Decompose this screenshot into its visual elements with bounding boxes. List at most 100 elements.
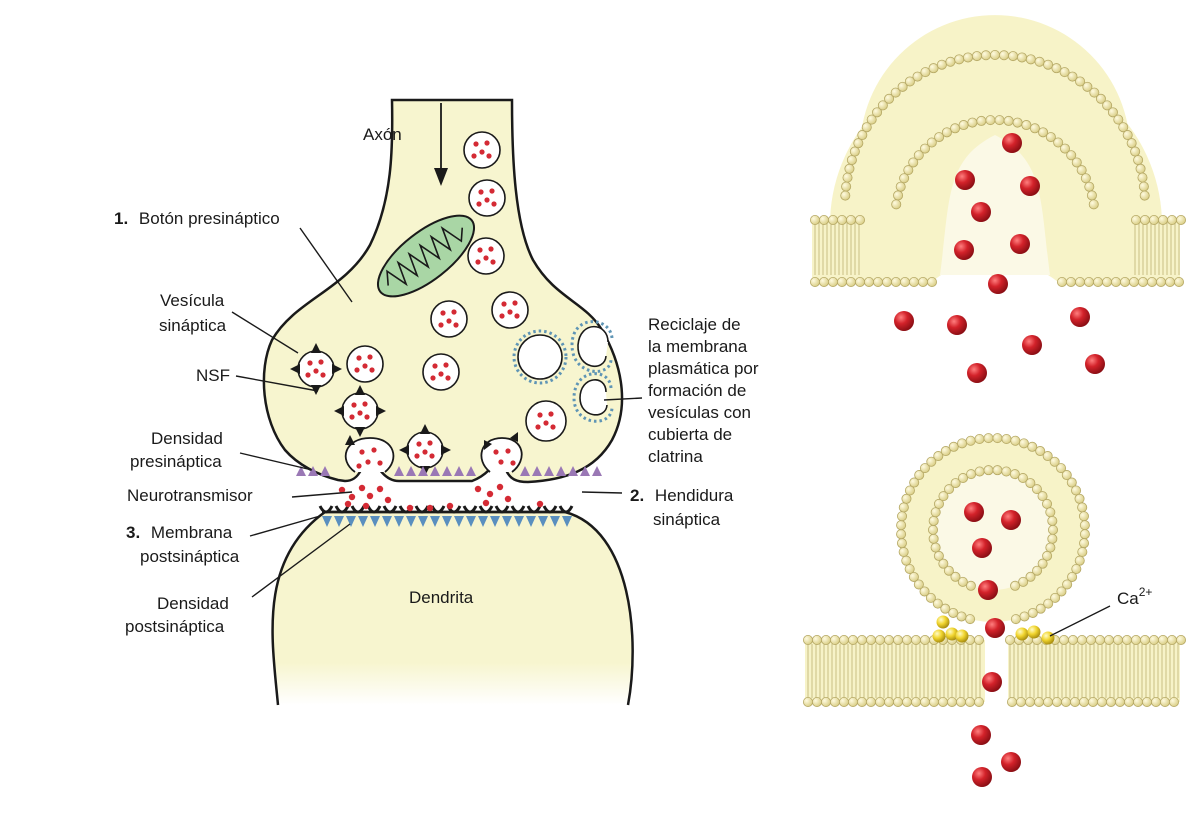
lipid-head — [1088, 199, 1099, 210]
lipid-head — [1149, 214, 1160, 225]
calcium-ion — [1015, 627, 1029, 641]
lipid-head — [803, 697, 814, 708]
neurotransmitter-molecule — [504, 495, 512, 503]
neurotransmitter-molecule — [426, 504, 434, 512]
lipid-head — [1093, 276, 1104, 287]
lipid-head — [857, 635, 868, 646]
lipid-head — [866, 635, 877, 646]
calcium-ion — [936, 615, 950, 629]
neurotransmitter-ball — [982, 672, 1002, 692]
lipid-head — [1059, 635, 1070, 646]
lipid-head — [819, 276, 830, 287]
presynaptic-density — [296, 466, 602, 476]
lipid-head — [1131, 214, 1142, 225]
lipid-head — [1071, 157, 1082, 168]
lipid-head — [956, 697, 967, 708]
lipid-head — [861, 122, 872, 133]
lipid-head — [990, 50, 1001, 61]
lipid-head — [1066, 150, 1077, 161]
lipid-head — [1071, 485, 1082, 496]
lipid-head — [967, 117, 978, 128]
synaptic-vesicles — [346, 131, 567, 442]
lipid-head — [918, 276, 929, 287]
lipid-head — [1025, 571, 1036, 582]
presynaptic-density-mark — [580, 466, 590, 476]
lipid-head — [857, 697, 868, 708]
lipid-head — [938, 491, 949, 502]
lipid-head — [1025, 478, 1036, 489]
lipid-head — [958, 473, 969, 484]
lipid-head — [1027, 607, 1038, 618]
lipid-head — [1034, 56, 1045, 67]
fusing-vesicle-right — [480, 432, 523, 473]
axon-terminal-body — [262, 98, 624, 484]
lipid-head — [830, 697, 841, 708]
lipid-head — [891, 276, 902, 287]
lipid-head — [1122, 635, 1133, 646]
lipid-head — [1084, 276, 1095, 287]
lipid-head — [1047, 515, 1058, 526]
lipid-head — [904, 563, 915, 574]
lipid-head — [992, 433, 1003, 444]
calcium-ions — [932, 615, 1055, 645]
lipid-head — [1001, 466, 1012, 477]
postsynaptic-density-mark — [430, 516, 440, 527]
neurotransmitter-ball — [1022, 335, 1042, 355]
lipid-head — [934, 132, 945, 143]
neurotransmitter-molecule — [358, 484, 366, 492]
lipid-head — [1133, 697, 1144, 708]
lipid-head — [1009, 469, 1020, 480]
lipid-head — [846, 276, 857, 287]
neurotransmitter-molecules — [338, 483, 544, 512]
lipid-head — [841, 181, 852, 192]
lipid-head — [1079, 520, 1090, 531]
neurotransmitter-molecule — [474, 485, 482, 493]
neurotransmitter-ball — [894, 311, 914, 331]
lipid-head — [1142, 697, 1153, 708]
presynaptic-density-mark — [466, 466, 476, 476]
postsynaptic-density-mark — [382, 516, 392, 527]
lipid-head — [1035, 603, 1046, 614]
lipid-head — [1129, 276, 1140, 287]
lipid-head — [920, 697, 931, 708]
lipid-head — [1089, 87, 1100, 98]
lipid-head — [1167, 214, 1178, 225]
lipid-head — [1025, 697, 1036, 708]
lipid-head — [1057, 276, 1068, 287]
lipid-head — [1176, 635, 1187, 646]
lipid-head — [1045, 507, 1056, 518]
lipid-head — [1130, 146, 1141, 157]
label-nsf: NSF — [196, 366, 230, 385]
lipid-head — [1045, 542, 1056, 553]
postsynaptic-density-mark — [418, 516, 428, 527]
lipid-head — [928, 63, 939, 74]
fusing-vesicles — [344, 432, 523, 473]
lipid-head — [1095, 93, 1106, 104]
label-vesicula-line2: sináptica — [159, 316, 227, 335]
calcium-leader-line — [1049, 605, 1111, 637]
lipid-head — [1071, 563, 1082, 574]
lipid-head — [1078, 511, 1089, 522]
lipid-head — [1118, 122, 1129, 133]
neurotransmitter-ball — [972, 767, 992, 787]
lipid-head — [1008, 51, 1019, 62]
presynaptic-density-mark — [394, 466, 404, 476]
neurotransmitter-molecule — [348, 493, 356, 501]
lipid-head — [908, 571, 919, 582]
lipid-head — [1049, 456, 1060, 467]
lipid-head — [1075, 276, 1086, 287]
lipid-head — [966, 469, 977, 480]
lipid-head — [938, 558, 949, 569]
nsf-vesicle — [334, 385, 386, 437]
lipid-head — [1068, 635, 1079, 646]
postsynaptic-density-mark — [466, 516, 476, 527]
presynaptic-density-mark — [406, 466, 416, 476]
lipid-head — [840, 190, 851, 201]
lipid-head — [1061, 470, 1072, 481]
lipid-head — [1045, 132, 1056, 143]
lipid-head — [948, 441, 959, 452]
label-reciclaje: Reciclaje de la membrana plasmática por … — [648, 315, 759, 466]
lipid-head — [1107, 107, 1118, 118]
lipid-head — [909, 276, 920, 287]
lipid-head — [943, 565, 954, 576]
